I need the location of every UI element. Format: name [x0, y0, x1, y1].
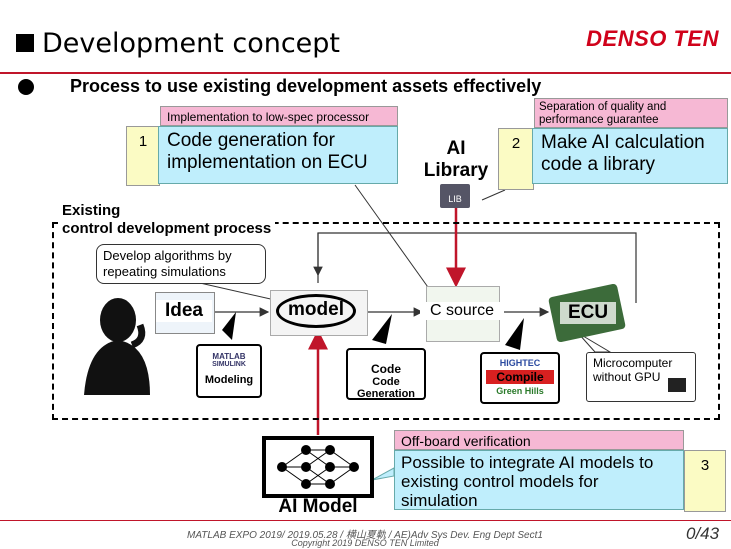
- step1-tag: Implementation to low-spec processor: [160, 106, 398, 126]
- generation-label: Code Generation: [356, 376, 416, 400]
- chip-icon: [668, 378, 686, 392]
- greenhills-logo-text: Green Hills: [496, 386, 544, 396]
- model-label: model: [288, 299, 344, 320]
- modeling-tool-box: MATLAB SIMULINK Modeling: [196, 344, 262, 398]
- step2-number: 2: [498, 128, 534, 190]
- step2-text: Make AI calculation code a library: [532, 128, 728, 184]
- page-number: 0/43: [686, 524, 720, 543]
- code-label: Code: [371, 362, 401, 376]
- bullet-icon: [18, 79, 34, 95]
- ai-model-label: AI Model: [278, 496, 358, 517]
- header-divider: [0, 72, 731, 74]
- ai-library-line1: AI: [446, 138, 466, 159]
- step1-text: Code generation for implementation on EC…: [158, 126, 398, 184]
- process-label-line2: control development process: [62, 220, 276, 237]
- step2-pointer: [481, 189, 506, 201]
- footer-copyright: Copyright 2019 DENSO TEN Limited: [291, 538, 439, 548]
- model-ellipse: [276, 294, 356, 328]
- step3-tag: Off-board verification: [394, 430, 684, 450]
- step2-tag: Separation of quality and performance gu…: [534, 98, 728, 128]
- microcomputer-callout: Microcomputer without GPU: [586, 352, 696, 402]
- step3-number: 3: [684, 450, 726, 512]
- page-title: Development concept: [42, 28, 341, 59]
- hightec-logo-text: HIGHTEC: [499, 358, 541, 368]
- ai-library-line2: Library: [423, 160, 489, 181]
- company-logo: DENSO TEN: [586, 26, 719, 51]
- simulation-callout: Develop algorithms by repeating simulati…: [96, 244, 266, 284]
- neural-network-icon: [262, 436, 374, 498]
- step1-pointer: [354, 184, 431, 291]
- codegen-tool-box: Code Code Generation: [346, 348, 426, 400]
- process-box: [52, 222, 720, 420]
- footer-divider: [0, 520, 731, 521]
- library-icon: LIB: [440, 184, 470, 208]
- ai-library-label: AI Library: [416, 138, 496, 182]
- idea-label: Idea: [156, 300, 212, 322]
- process-label-line1: Existing: [62, 202, 121, 219]
- compile-label: Compile: [486, 370, 554, 384]
- csource-label: C source: [420, 302, 504, 320]
- modeling-label: Modeling: [204, 374, 254, 386]
- compile-tool-box: HIGHTEC Compile Green Hills: [480, 352, 560, 404]
- step3-text: Possible to integrate AI models to exist…: [394, 450, 684, 510]
- subtitle: Process to use existing development asse…: [70, 76, 542, 96]
- footer-line1: MATLAB EXPO 2019/ 2019.05.28 / 横山夏軌 / AE…: [187, 530, 543, 541]
- matlab-logo-text: MATLAB: [212, 352, 246, 361]
- simulink-logo-text: SIMULINK: [212, 361, 246, 368]
- ecu-label: ECU: [560, 302, 616, 324]
- title-square-icon: [16, 34, 34, 52]
